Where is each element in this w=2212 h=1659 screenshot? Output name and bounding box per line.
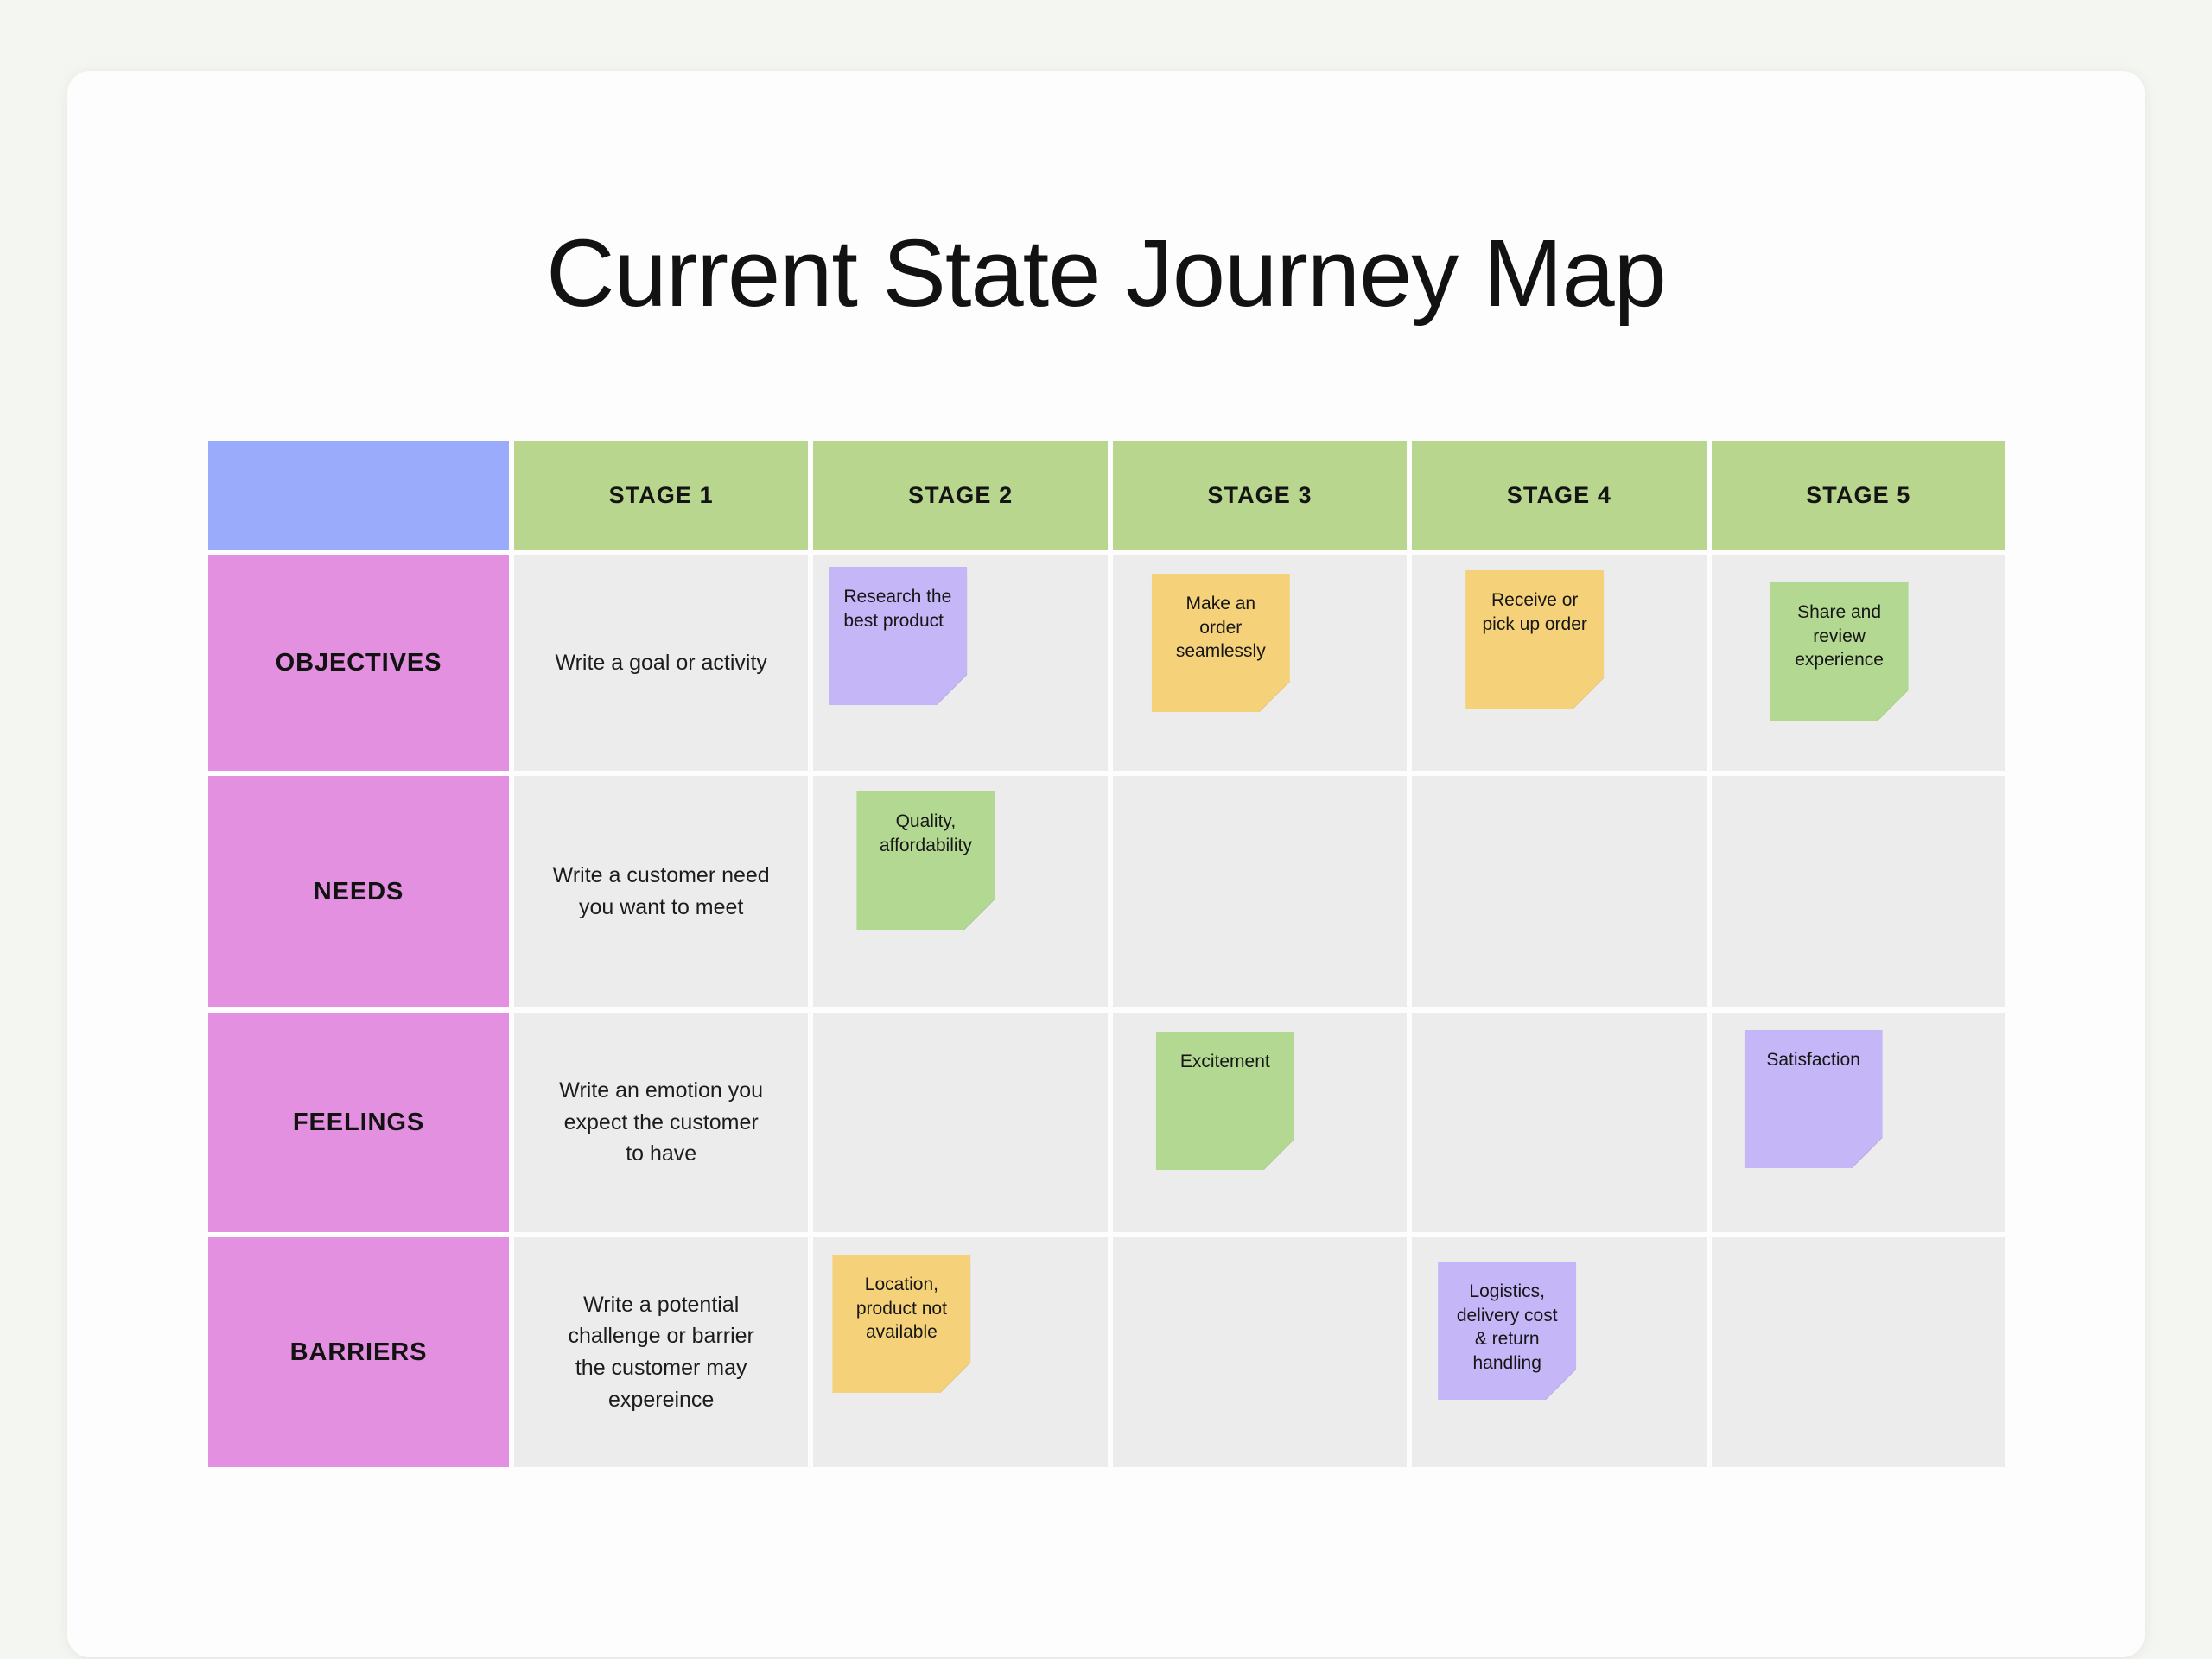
sticky-note-text: Satisfaction	[1766, 1050, 1860, 1070]
sticky-note[interactable]: Satisfaction	[1744, 1030, 1883, 1168]
prompt-text: Write a potential challenge or barrier t…	[568, 1292, 754, 1412]
stage-header-1[interactable]: STAGE 1	[514, 441, 809, 550]
cell-needs-stage-3[interactable]	[1112, 776, 1408, 1007]
cell-needs-stage-2[interactable]: Quality, affordability	[813, 776, 1108, 1007]
cell-feelings-stage-3[interactable]: Excitement	[1112, 1013, 1408, 1232]
stage-header-4[interactable]: STAGE 4	[1412, 441, 1707, 550]
prompt-cell-needs[interactable]: Write a customer need you want to meet	[514, 776, 809, 1007]
sticky-note-text: Research the best product	[843, 587, 952, 631]
cell-barriers-stage-5[interactable]	[1711, 1237, 2005, 1467]
sticky-note[interactable]: Make an order seamlessly	[1151, 574, 1290, 712]
cell-objectives-stage-3[interactable]: Make an order seamlessly	[1112, 555, 1408, 771]
sticky-note[interactable]: Share and review experience	[1770, 582, 1909, 721]
prompt-cell-objectives[interactable]: Write a goal or activity	[514, 555, 809, 771]
sticky-note-text: Receive or pick up order	[1482, 590, 1587, 634]
page-title: Current State Journey Map	[546, 220, 1667, 327]
sticky-note[interactable]: Excitement	[1155, 1032, 1294, 1170]
sticky-note-layer: Excitement	[1113, 1013, 1407, 1232]
prompt-cell-barriers[interactable]: Write a potential challenge or barrier t…	[514, 1237, 809, 1467]
cell-feelings-stage-4[interactable]	[1412, 1013, 1707, 1232]
sticky-note-layer: Research the best product	[813, 555, 1107, 771]
sticky-note-text: Make an order seamlessly	[1175, 594, 1266, 662]
sticky-note[interactable]: Logistics, delivery cost & return handli…	[1438, 1262, 1577, 1400]
sticky-note-text: Logistics, delivery cost & return handli…	[1456, 1281, 1558, 1374]
row-label-objectives[interactable]: OBJECTIVES	[208, 555, 509, 771]
cell-barriers-stage-3[interactable]	[1112, 1237, 1408, 1467]
prompt-text: Write a customer need you want to meet	[552, 863, 770, 919]
sticky-note-layer: Logistics, delivery cost & return handli…	[1412, 1237, 1706, 1467]
sticky-note-layer: Location, product not available	[813, 1237, 1107, 1467]
sticky-note-text: Excitement	[1179, 1052, 1270, 1071]
cell-feelings-stage-2[interactable]	[813, 1013, 1108, 1232]
stage-header-3[interactable]: STAGE 3	[1112, 441, 1408, 550]
sticky-note[interactable]: Research the best product	[829, 567, 968, 705]
stage-header-5[interactable]: STAGE 5	[1711, 441, 2005, 550]
sticky-note-layer: Quality, affordability	[813, 776, 1107, 1007]
sticky-note-layer: Satisfaction	[1712, 1013, 2005, 1232]
prompt-text: Write an emotion you expect the customer…	[559, 1077, 764, 1166]
sticky-note-fold-icon	[1258, 681, 1290, 712]
sticky-note-fold-icon	[1877, 690, 1909, 721]
row-label-feelings[interactable]: FEELINGS	[208, 1013, 509, 1232]
sticky-note-fold-icon	[963, 899, 995, 930]
cell-barriers-stage-2[interactable]: Location, product not available	[813, 1237, 1108, 1467]
sticky-note-layer: Share and review experience	[1712, 555, 2005, 771]
cell-objectives-stage-4[interactable]: Receive or pick up order	[1412, 555, 1707, 771]
sticky-note-fold-icon	[1573, 677, 1605, 709]
cell-barriers-stage-4[interactable]: Logistics, delivery cost & return handli…	[1412, 1237, 1707, 1467]
sticky-note-layer: Receive or pick up order	[1412, 555, 1706, 771]
sticky-note[interactable]: Quality, affordability	[856, 791, 995, 930]
cell-objectives-stage-2[interactable]: Research the best product	[813, 555, 1108, 771]
row-label-needs[interactable]: NEEDS	[208, 776, 509, 1007]
grid-corner-cell	[208, 441, 509, 550]
prompt-cell-feelings[interactable]: Write an emotion you expect the customer…	[514, 1013, 809, 1232]
sticky-note-text: Share and review experience	[1795, 602, 1884, 671]
stage-header-2[interactable]: STAGE 2	[813, 441, 1108, 550]
sticky-note-text: Location, product not available	[855, 1274, 947, 1343]
sticky-note-fold-icon	[1851, 1137, 1883, 1168]
sticky-note-fold-icon	[936, 674, 968, 705]
row-label-barriers[interactable]: BARRIERS	[208, 1237, 509, 1467]
sticky-note-text: Quality, affordability	[879, 811, 972, 855]
sticky-note-fold-icon	[939, 1362, 971, 1393]
cell-objectives-stage-5[interactable]: Share and review experience	[1711, 555, 2005, 771]
sticky-note[interactable]: Location, product not available	[832, 1255, 971, 1393]
cell-needs-stage-5[interactable]	[1711, 776, 2005, 1007]
prompt-text: Write a goal or activity	[555, 650, 767, 675]
cell-feelings-stage-5[interactable]: Satisfaction	[1711, 1013, 2005, 1232]
sticky-note-fold-icon	[1262, 1139, 1294, 1170]
sticky-note[interactable]: Receive or pick up order	[1465, 570, 1605, 709]
sticky-note-layer: Make an order seamlessly	[1113, 555, 1407, 771]
cell-needs-stage-4[interactable]	[1412, 776, 1707, 1007]
